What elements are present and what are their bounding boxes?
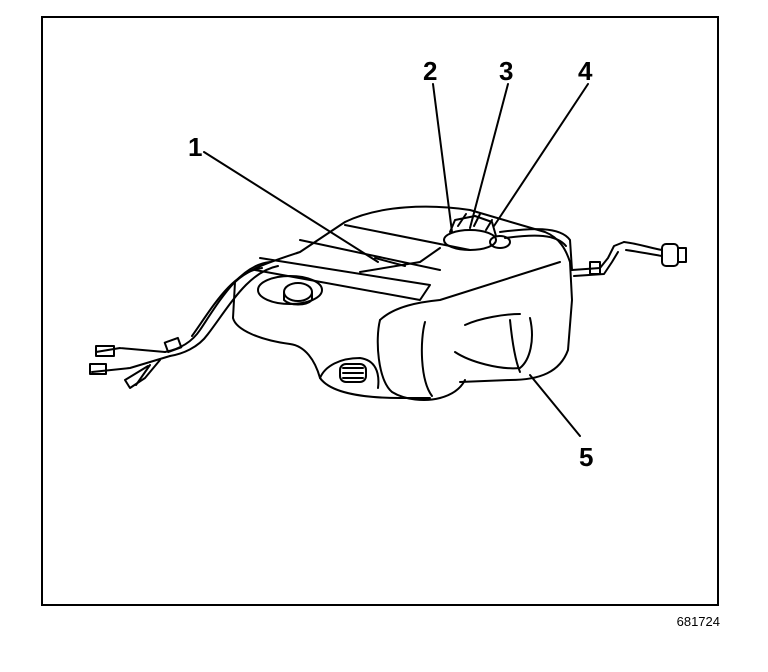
left-wiring-harness [89,261,279,389]
leader-5 [529,374,581,437]
callout-1: 1 [188,132,203,162]
figure-frame [41,16,719,606]
callout-leaders [203,83,589,437]
leader-4 [493,83,589,227]
leader-1 [203,151,379,263]
callout-2: 2 [423,56,438,86]
callout-5: 5 [579,442,594,472]
figure-id: 681724 [676,614,720,629]
right-fuel-lines [499,228,687,277]
leader-3 [469,83,509,229]
callout-3: 3 [499,56,514,86]
callout-4: 4 [578,56,593,86]
fuel-tank-body [232,205,573,401]
leader-2 [432,83,453,233]
